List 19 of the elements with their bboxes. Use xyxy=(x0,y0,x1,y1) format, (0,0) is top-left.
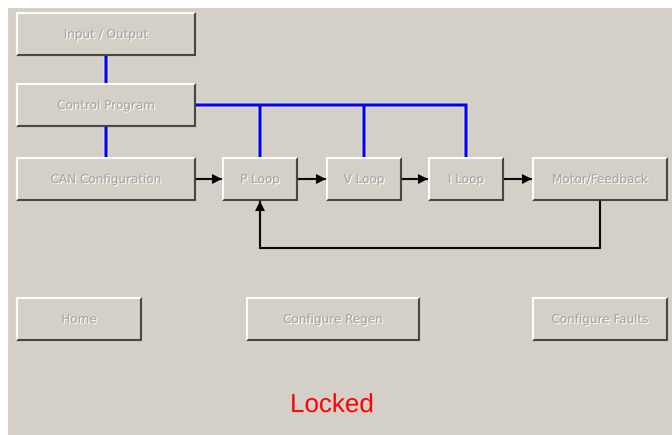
process-block xyxy=(428,157,504,201)
menu-button xyxy=(16,297,142,341)
menu-button xyxy=(246,297,420,341)
arrow xyxy=(196,174,222,184)
process-block xyxy=(16,83,196,127)
menu-button xyxy=(532,297,668,341)
connector-line xyxy=(196,104,468,157)
connector-line xyxy=(104,127,108,157)
process-block xyxy=(326,157,402,201)
arrow xyxy=(255,201,601,249)
process-block xyxy=(222,157,298,201)
connector-line xyxy=(104,56,108,83)
process-block xyxy=(532,157,668,201)
arrow xyxy=(402,174,428,184)
process-block xyxy=(16,12,196,56)
arrow xyxy=(504,174,532,184)
status-text: Locked xyxy=(290,388,374,419)
arrow xyxy=(298,174,326,184)
process-block xyxy=(16,157,196,201)
